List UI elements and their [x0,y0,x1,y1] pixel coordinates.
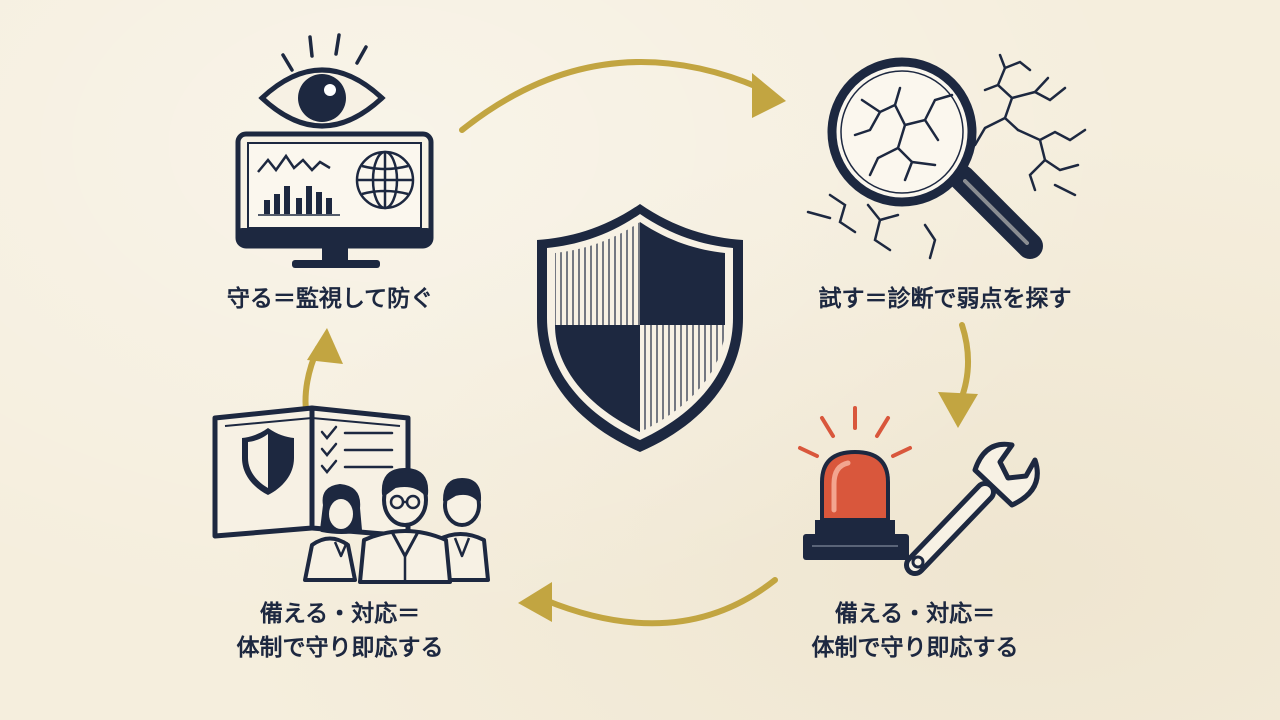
step-label-respond-line2: 体制で守り即応する [811,635,1019,661]
monitor-icon [235,131,434,268]
manual-book-icon [212,405,411,539]
step-label-watch-text: 守る＝監視して防ぐ [226,286,434,312]
step-label-respond-line1: 備える・対応＝ [834,601,996,627]
step-label-respond: 備える・対応＝ 体制で守り即応する [790,597,1040,665]
shield-icon [537,204,743,452]
eye-icon [258,33,386,129]
step-label-prepare-line2: 体制で守り即応する [236,635,444,661]
arrowhead-right [938,392,978,428]
alarm-light-icon [798,406,912,560]
magnifier-icon [827,57,1043,259]
step-label-prepare: 備える・対応＝ 体制で守り即応する [215,597,465,665]
wrench-icon [904,441,1040,576]
arrow-bottom [542,577,778,627]
arrowhead-top [752,73,786,118]
cracks-icon [806,53,1087,260]
arrowhead-left [307,328,343,364]
arrow-top [459,59,763,133]
step-label-test-text: 試す＝診断で弱点を探す [818,286,1072,312]
team-icon [303,468,490,584]
step-label-watch: 守る＝監視して防ぐ [205,282,455,316]
step-label-test: 試す＝診断で弱点を探す [780,282,1110,316]
arrowhead-bottom [518,582,552,622]
arrow-heads [307,73,978,622]
step-label-prepare-line1: 備える・対応＝ [259,601,421,627]
globe-icon [355,150,415,210]
arrow-right [957,322,972,405]
